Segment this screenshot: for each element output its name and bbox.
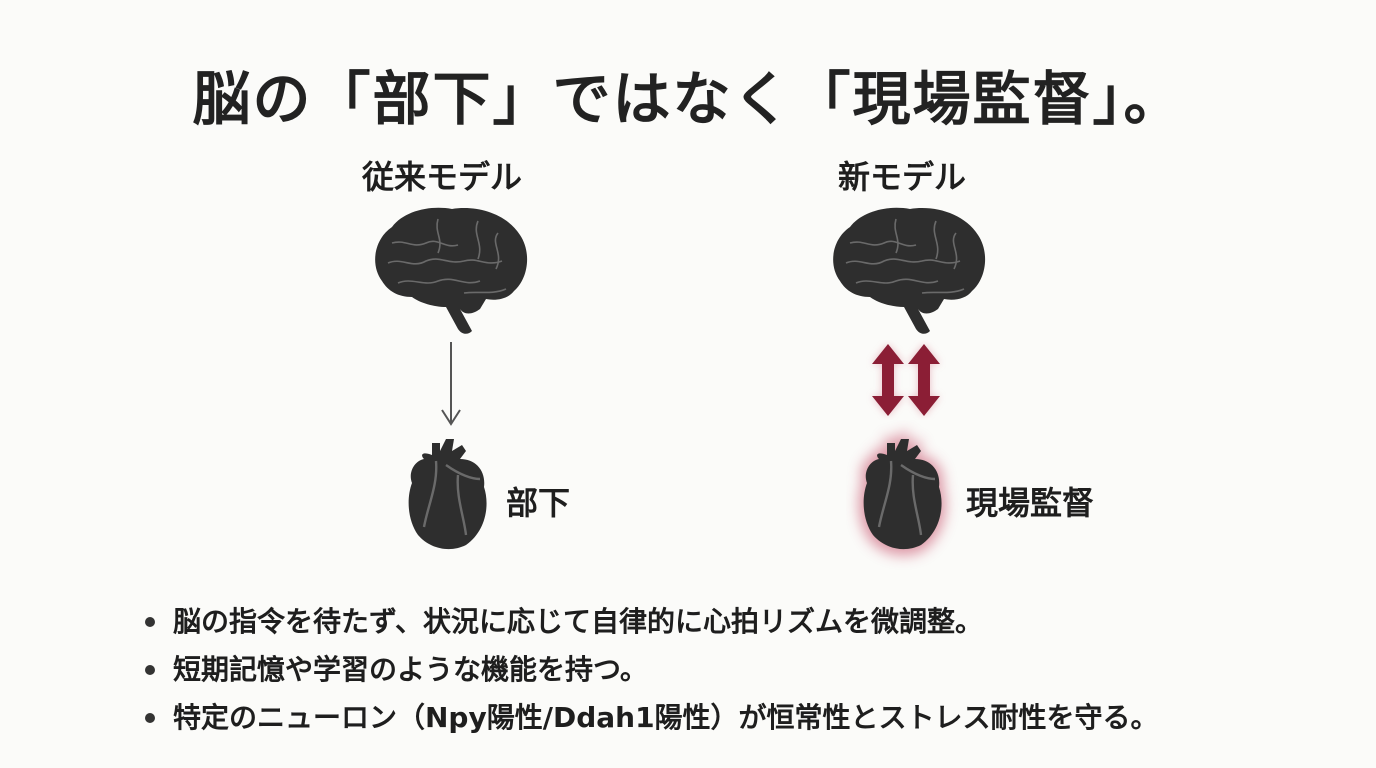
brain-icon — [833, 207, 986, 334]
subordinate-label: 部下 — [506, 484, 571, 522]
down-arrow-icon — [441, 342, 461, 426]
page-title: 脳の「部下」ではなく「現場監督」。 — [192, 65, 1184, 133]
bullet-item: 脳の指令を待たず、状況に応じて自律的に心拍リズムを微調整。 — [145, 598, 1159, 646]
site-supervisor-label: 現場監督 — [966, 484, 1095, 522]
bidirectional-arrows-icon — [872, 344, 940, 416]
bullet-dot-icon — [145, 617, 155, 627]
bullet-item: 特定のニューロン（Npy陽性/Ddah1陽性）が恒常性とストレス耐性を守る。 — [145, 694, 1159, 742]
bullet-list: 脳の指令を待たず、状況に応じて自律的に心拍リズムを微調整。 短期記憶や学習のよう… — [145, 598, 1159, 742]
bullet-dot-icon — [145, 665, 155, 675]
new-model-label: 新モデル — [838, 158, 967, 196]
bullet-item: 短期記憶や学習のような機能を持つ。 — [145, 646, 1159, 694]
traditional-model-label: 従来モデル — [362, 158, 523, 196]
heart-icon — [408, 439, 487, 550]
brain-icon — [375, 207, 528, 334]
glowing-heart-icon — [858, 432, 946, 556]
bullet-dot-icon — [145, 713, 155, 723]
